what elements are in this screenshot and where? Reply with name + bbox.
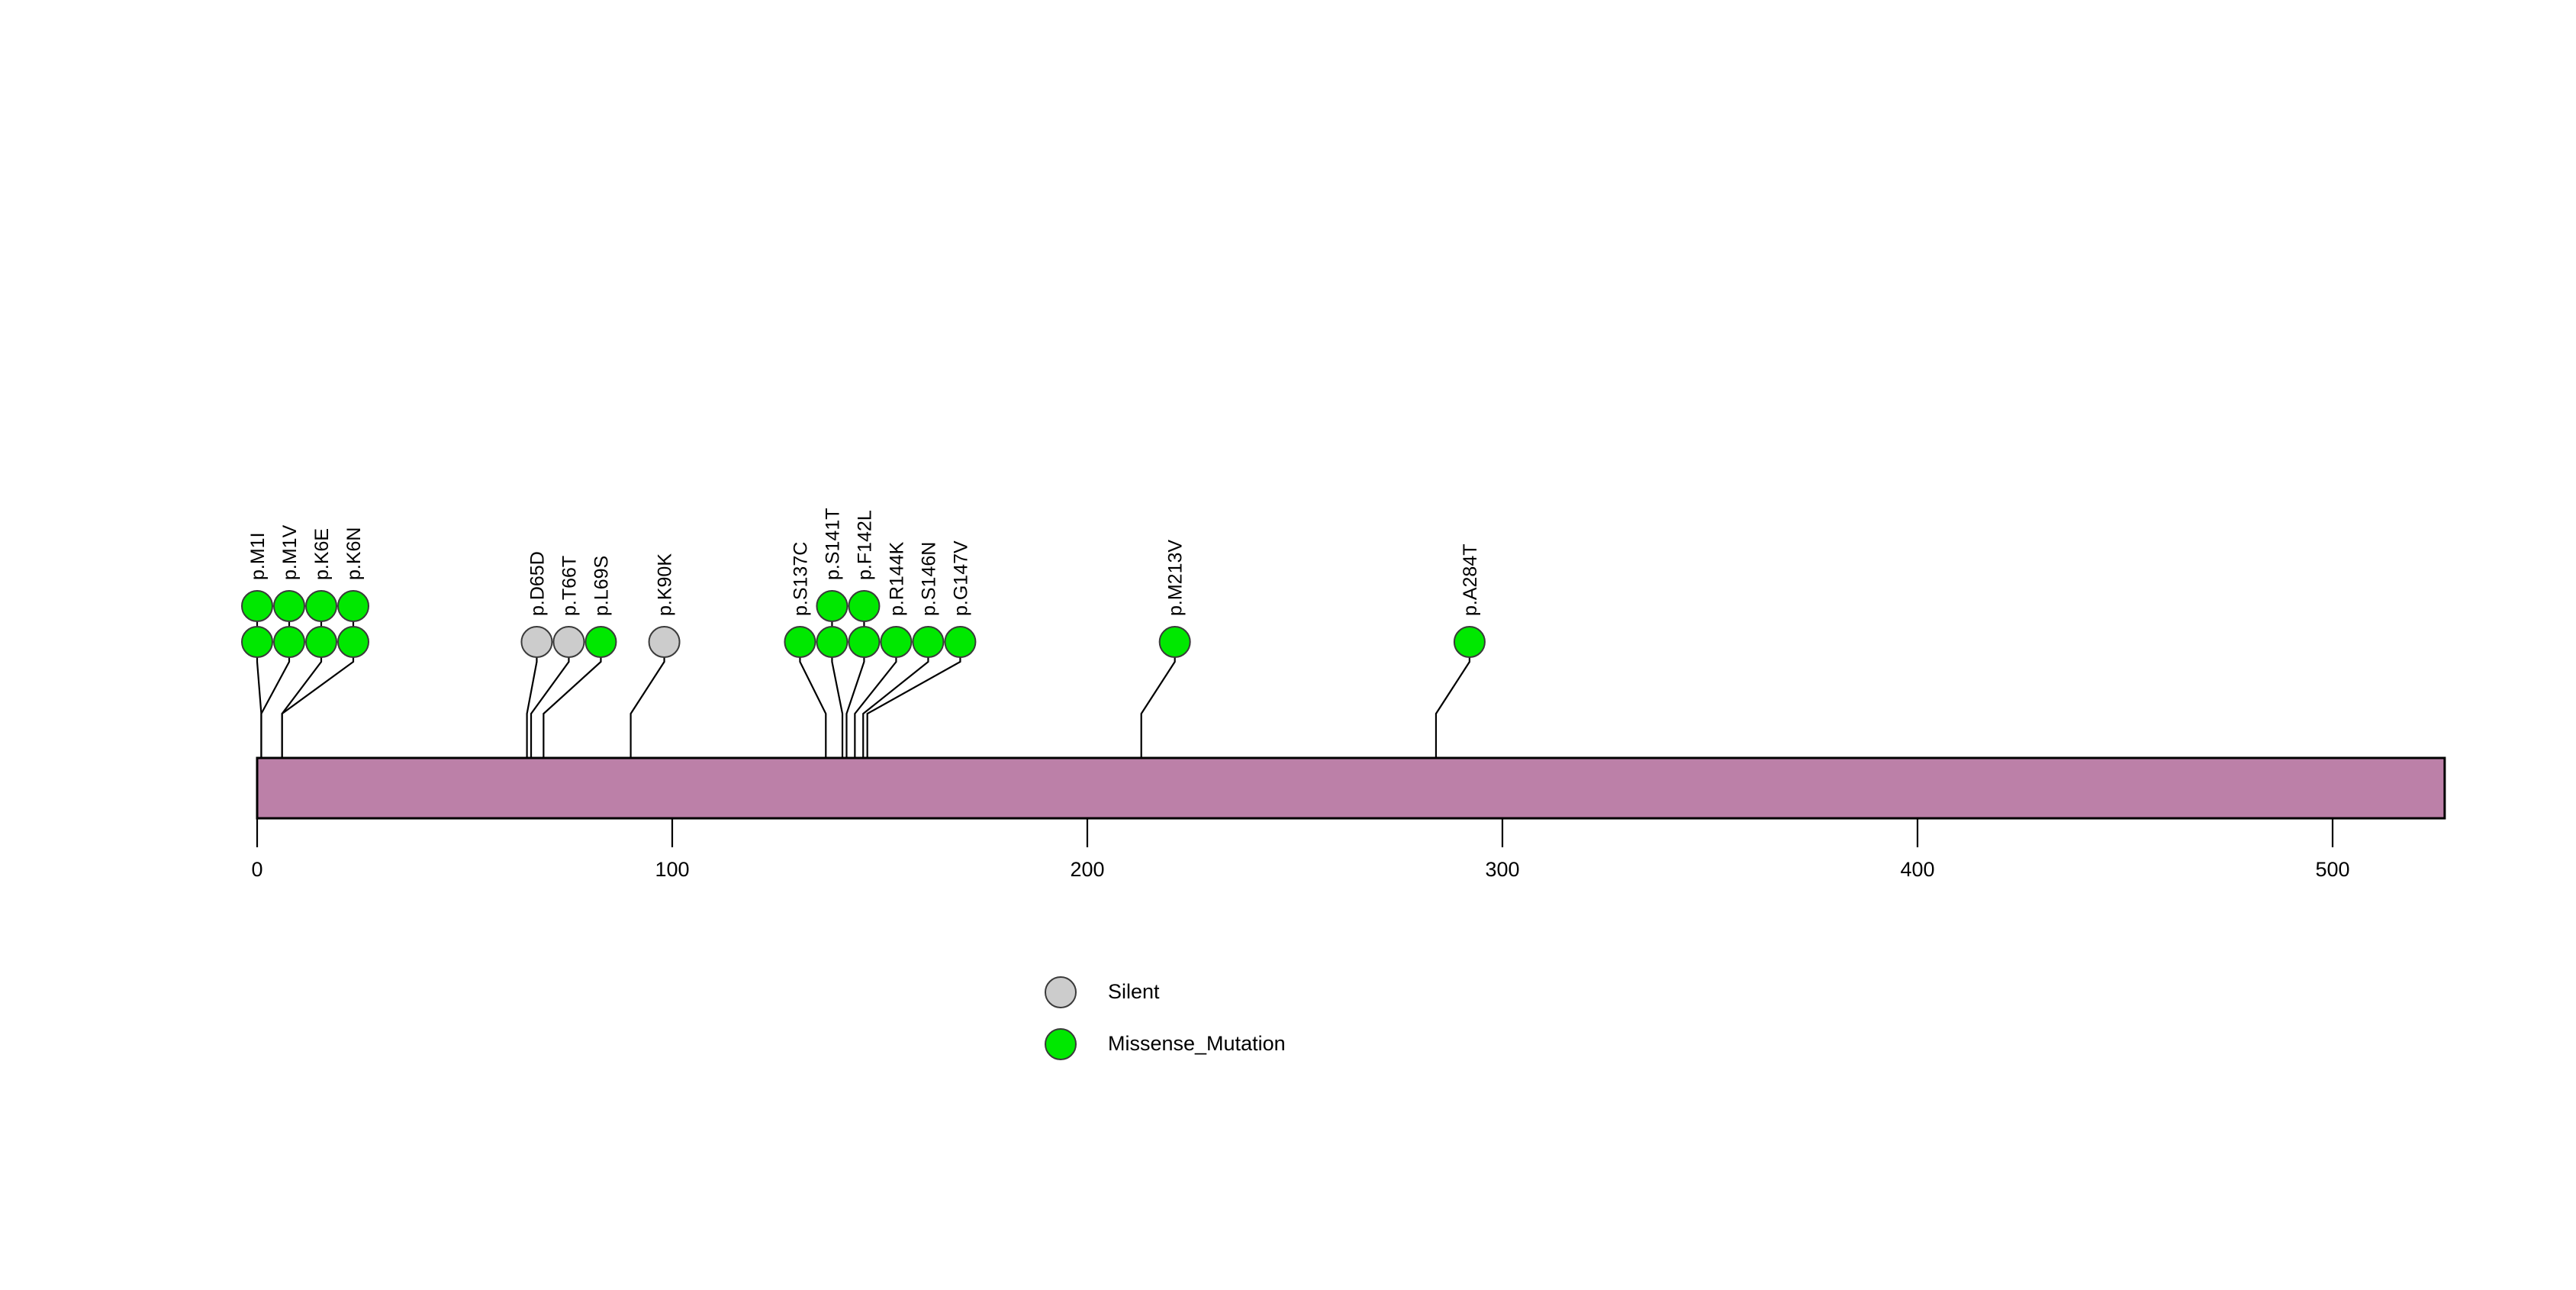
lollipop-head[interactable] — [848, 626, 881, 658]
mutation-label: p.M213V — [1165, 540, 1187, 616]
lollipop-head[interactable] — [273, 626, 305, 658]
axis-tick-label: 100 — [655, 858, 689, 881]
axis-tick-label: 300 — [1485, 858, 1519, 881]
mutation-label: p.M1I — [247, 532, 269, 580]
legend-label: Silent — [1108, 980, 1160, 1003]
axis-tick-label: 0 — [251, 858, 262, 881]
mutation-label: p.S146N — [918, 542, 939, 616]
lollipop-head[interactable] — [1158, 626, 1191, 658]
mutation-label: p.D65D — [526, 551, 548, 616]
mutation-label: p.F142L — [854, 510, 875, 580]
protein-bar-layer — [256, 756, 2446, 820]
lollipop-head[interactable] — [944, 626, 977, 658]
mutation-label: p.R144K — [886, 541, 907, 616]
mutation-label: p.K90K — [655, 553, 676, 616]
lollipop-head[interactable] — [912, 626, 945, 658]
lollipop-head[interactable] — [816, 590, 848, 622]
lollipop-head[interactable] — [337, 590, 369, 622]
lollipop-head[interactable] — [305, 590, 337, 622]
mutation-label: p.S137C — [790, 542, 811, 616]
mutation-label: p.K6N — [343, 527, 365, 580]
lollipop-head[interactable] — [305, 626, 337, 658]
axis-layer: 0 100 200 300 400 500 — [251, 818, 2350, 881]
lollipop-head[interactable] — [584, 626, 617, 658]
lollipop-head[interactable] — [784, 626, 816, 658]
mutation-label: p.M1V — [279, 524, 301, 580]
mutation-label: p.K6E — [311, 528, 333, 580]
legend-swatch — [1045, 976, 1077, 1008]
axis-tick-label: 400 — [1900, 858, 1934, 881]
lollipop-head[interactable] — [241, 590, 273, 622]
mutation-label: p.T66T — [559, 556, 580, 616]
mutation-label: p.A284T — [1460, 543, 1481, 616]
protein-domain-bar — [256, 756, 2446, 820]
lollipop-head[interactable] — [880, 626, 913, 658]
lollipop-head[interactable] — [520, 626, 553, 658]
lollipop-head[interactable] — [273, 590, 305, 622]
mutation-label: p.L69S — [591, 556, 612, 616]
mutation-label: p.S141T — [822, 508, 843, 580]
mutation-label: p.G147V — [950, 540, 971, 616]
lollipop-head[interactable] — [848, 590, 881, 622]
lollipop-head[interactable] — [816, 626, 848, 658]
lollipop-head[interactable] — [337, 626, 369, 658]
lollipop-head[interactable] — [648, 626, 681, 658]
head-layer — [241, 590, 1486, 658]
lollipop-head[interactable] — [1453, 626, 1486, 658]
axis-tick-label: 200 — [1070, 858, 1104, 881]
legend-label: Missense_Mutation — [1108, 1032, 1286, 1055]
lollipop-head[interactable] — [552, 626, 585, 658]
lollipop-head[interactable] — [241, 626, 273, 658]
axis-tick-label: 500 — [2315, 858, 2349, 881]
legend-swatch — [1045, 1028, 1077, 1060]
mutation-label-layer: p.M1I p.M1V p.K6E p.K6N p.D65D p.T66T p.L69S p.… — [247, 508, 1481, 616]
